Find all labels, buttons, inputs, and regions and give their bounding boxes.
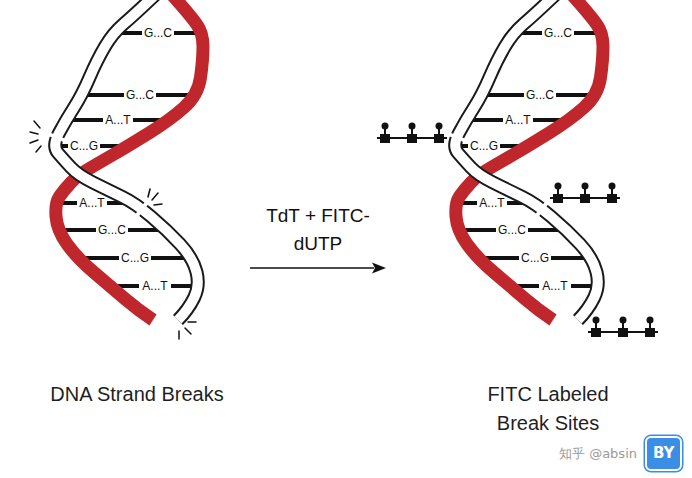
base-pair-label: G...C [126, 88, 154, 102]
base-pair-label: A...T [142, 279, 167, 293]
base-pair-label: A...T [542, 279, 567, 293]
watermark: 知乎 @absin [559, 446, 637, 462]
edge-label-holder: TdT + FITC-dUTP [258, 202, 378, 258]
arrow-shaft [250, 267, 374, 269]
figure-caption: FITC Labeled Break Sites [473, 380, 623, 438]
dna-helix-broken [46, 0, 203, 320]
base-pair-holder: G...C [544, 26, 572, 40]
figure-caption: DNA Strand Breaks [19, 380, 255, 409]
base-pair-holder: A...T [79, 196, 104, 210]
base-pair-label: G...C [144, 26, 172, 40]
process-arrow [250, 263, 386, 274]
base-pair-holder: A...T [105, 113, 130, 127]
base-pair-holder: G...C [126, 88, 154, 102]
base-pair-holder: A...T [542, 279, 567, 293]
base-pair-label: G...C [98, 223, 126, 237]
base-pair-holder: G...C [498, 223, 526, 237]
badge-text: BY [653, 445, 674, 462]
fitc-label-chain [377, 123, 447, 144]
break-sparks [30, 121, 196, 339]
base-pair-holder: G...C [526, 88, 554, 102]
base-pair-holder: C...G [121, 251, 149, 265]
watermark-holder: 知乎 @absin [559, 446, 637, 462]
base-pair-holder: G...C [98, 223, 126, 237]
base-pair-label: G...C [498, 223, 526, 237]
figure-region: DNA Strand Breaks [12, 8, 250, 438]
base-pair-label: C...G [521, 251, 549, 265]
base-pair-label: C...G [470, 139, 498, 153]
base-pair-label: A...T [79, 196, 104, 210]
base-pair-holder: A...T [479, 196, 504, 210]
base-pair-label: G...C [544, 26, 572, 40]
dna-helix-labeled [446, 0, 603, 320]
base-pair-holder: G...C [144, 26, 172, 40]
fitc-label-chain [550, 183, 620, 204]
base-pair-label: C...G [70, 139, 98, 153]
edge-label: TdT + FITC-dUTP [258, 202, 378, 258]
fitc-label-chain [588, 317, 658, 338]
badge-box: BY [645, 436, 682, 471]
base-pair-holder: C...G [470, 139, 498, 153]
base-pair-holder: C...G [521, 251, 549, 265]
figure-region: FITC Labeled Break Sites [386, 8, 686, 438]
base-pair-label: A...T [479, 196, 504, 210]
base-pair-label: G...C [526, 88, 554, 102]
arrow-head [372, 263, 386, 274]
base-pair-holder: C...G [70, 139, 98, 153]
base-pair-holder: A...T [505, 113, 530, 127]
base-pair-label: C...G [121, 251, 149, 265]
base-pair-label: A...T [105, 113, 130, 127]
base-pair-holder: A...T [142, 279, 167, 293]
base-pair-label: A...T [505, 113, 530, 127]
